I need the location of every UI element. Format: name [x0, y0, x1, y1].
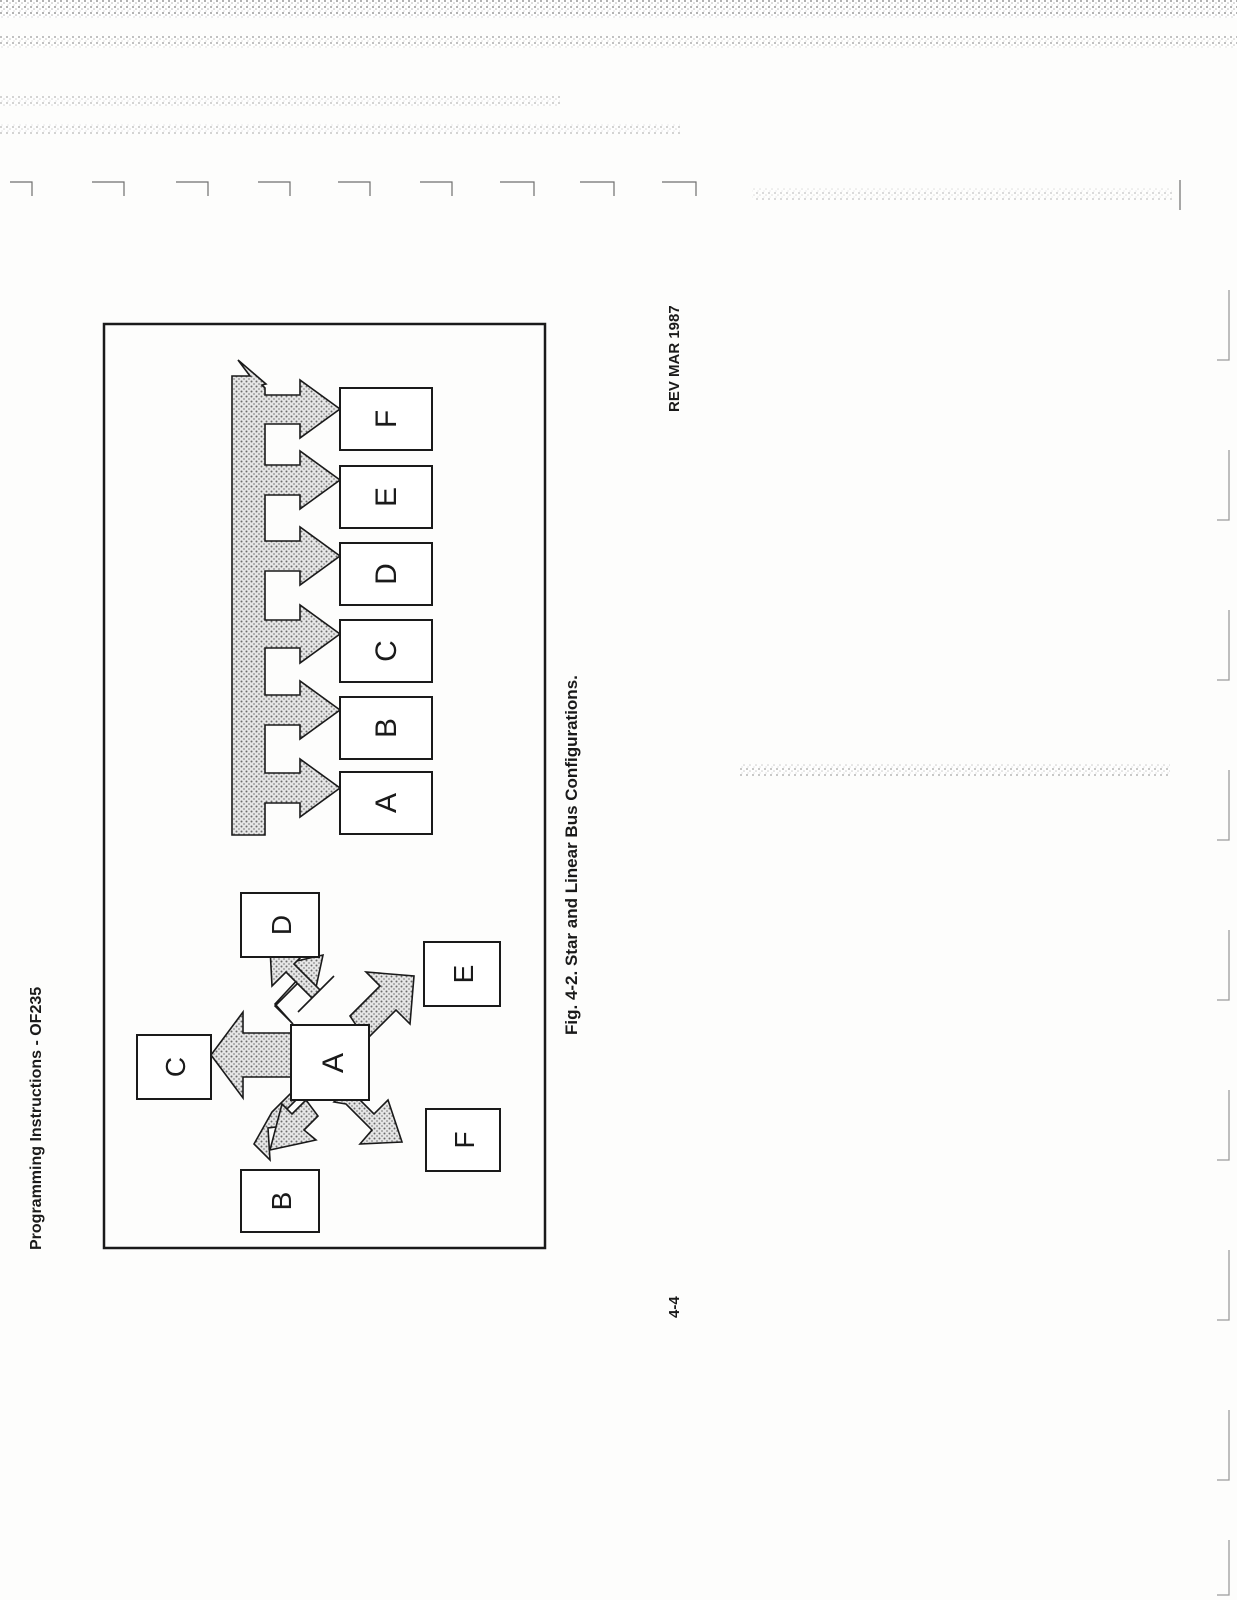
star-label-a: A: [317, 1053, 350, 1073]
star-label-f: F: [449, 1131, 480, 1148]
bus-label-e: E: [370, 487, 403, 507]
star-node-b: [240, 1169, 320, 1233]
bus-label-f: F: [370, 410, 403, 428]
bus-node-e: [339, 465, 433, 529]
scan-artifact-right-edge: [1217, 290, 1230, 1596]
bus-label-d: D: [370, 563, 403, 585]
bus-node-b: [339, 696, 433, 760]
star-node-e: [423, 941, 501, 1007]
bus-label-c: C: [370, 640, 403, 662]
star-node-f: [425, 1108, 501, 1172]
star-label-c: C: [160, 1057, 191, 1077]
scan-artifact-top-edge: [0, 0, 1237, 210]
bus-label-a: A: [370, 793, 403, 813]
bus-label-b: B: [370, 718, 403, 738]
scan-artifact-smudge: [740, 764, 1170, 776]
document-header: Programming Instructions - OF235: [28, 986, 45, 1250]
page-number: 4-4: [666, 1296, 683, 1318]
star-arrow-d: [273, 953, 325, 1025]
star-configuration: A B C D E F: [136, 892, 501, 1233]
bus-trunk-arrows: [231, 359, 342, 836]
star-label-b: B: [266, 1192, 297, 1211]
figure-caption: Fig. 4-2. Star and Linear Bus Configurat…: [562, 675, 581, 1035]
star-node-c: [136, 1034, 212, 1100]
bus-node-d: [339, 542, 433, 606]
revision-date: REV MAR 1987: [666, 305, 683, 412]
star-arrow-e: [348, 971, 415, 1042]
bus-configuration: A B C D E F: [231, 359, 433, 836]
star-node-d: [240, 892, 320, 958]
star-label-d: D: [266, 915, 297, 935]
figure-frame: [102, 322, 547, 1250]
star-node-a: [290, 1024, 370, 1101]
bus-node-c: [339, 619, 433, 683]
bus-node-f: [339, 387, 433, 451]
star-label-e: E: [448, 965, 479, 984]
bus-node-a: [339, 771, 433, 835]
star-arrow-b-shape: [268, 1098, 320, 1152]
